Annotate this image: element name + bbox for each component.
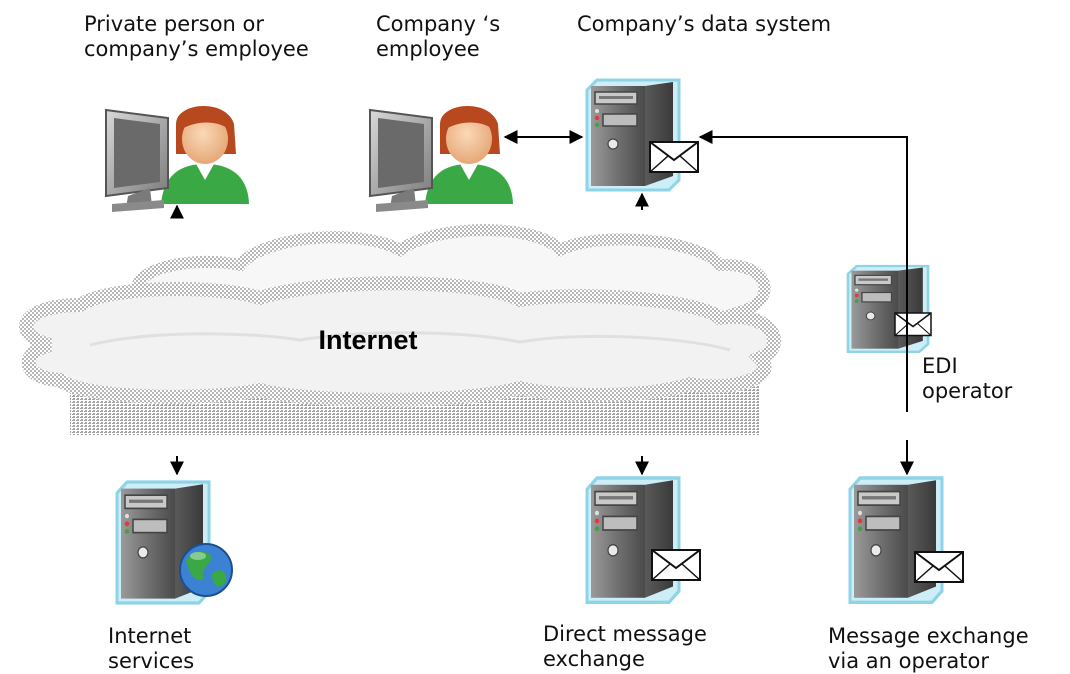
operator-message-server: [848, 476, 964, 604]
company-employee-icon: [369, 104, 514, 213]
message-exchange-operator-label: Message exchange via an operator: [828, 624, 1029, 674]
label-line: Internet: [108, 624, 192, 648]
internet-services-server: [115, 480, 233, 605]
globe-icon: [179, 543, 233, 597]
internet-cloud: [19, 224, 782, 435]
label-line: Private person or: [84, 12, 265, 36]
edi-operator-label: EDI operator: [922, 354, 1012, 404]
label-line: EDI: [922, 354, 958, 378]
label-line: Company’s data system: [577, 12, 832, 36]
envelope-icon: [894, 312, 932, 337]
internet-label: Internet: [318, 325, 417, 355]
private-person-icon: [105, 104, 250, 213]
internet-services-label: Internet services: [108, 624, 194, 674]
connectors: [170, 130, 914, 476]
label-line: operator: [922, 379, 1013, 403]
label-line: Direct message: [543, 622, 707, 646]
label-line: Message exchange: [828, 624, 1029, 648]
direct-message-server: [585, 476, 701, 604]
company-employee-label: Company ‘s employee: [376, 12, 500, 62]
envelope-icon: [651, 549, 701, 581]
label-line: employee: [376, 37, 480, 61]
label-line: exchange: [543, 647, 645, 671]
label-line: via an operator: [828, 649, 989, 673]
label-line: services: [108, 649, 195, 673]
server-tower-icon: [585, 78, 681, 192]
company-data-system-label: Company’s data system: [577, 12, 831, 37]
server-tower-icon: [846, 264, 930, 354]
envelope-icon: [649, 141, 699, 173]
server-tower-icon: [585, 476, 681, 604]
direct-message-exchange-label: Direct message exchange: [543, 622, 707, 672]
server-tower-icon: [848, 476, 944, 604]
private-person-label: Private person or company’s employee: [84, 12, 309, 62]
edi-operator-server: [846, 264, 932, 354]
envelope-icon: [914, 551, 964, 583]
label-line: Company ‘s: [376, 12, 501, 36]
arrow-operator-to-system: [698, 130, 908, 412]
company-data-system-server: [585, 78, 699, 192]
label-line: company’s employee: [84, 37, 309, 61]
